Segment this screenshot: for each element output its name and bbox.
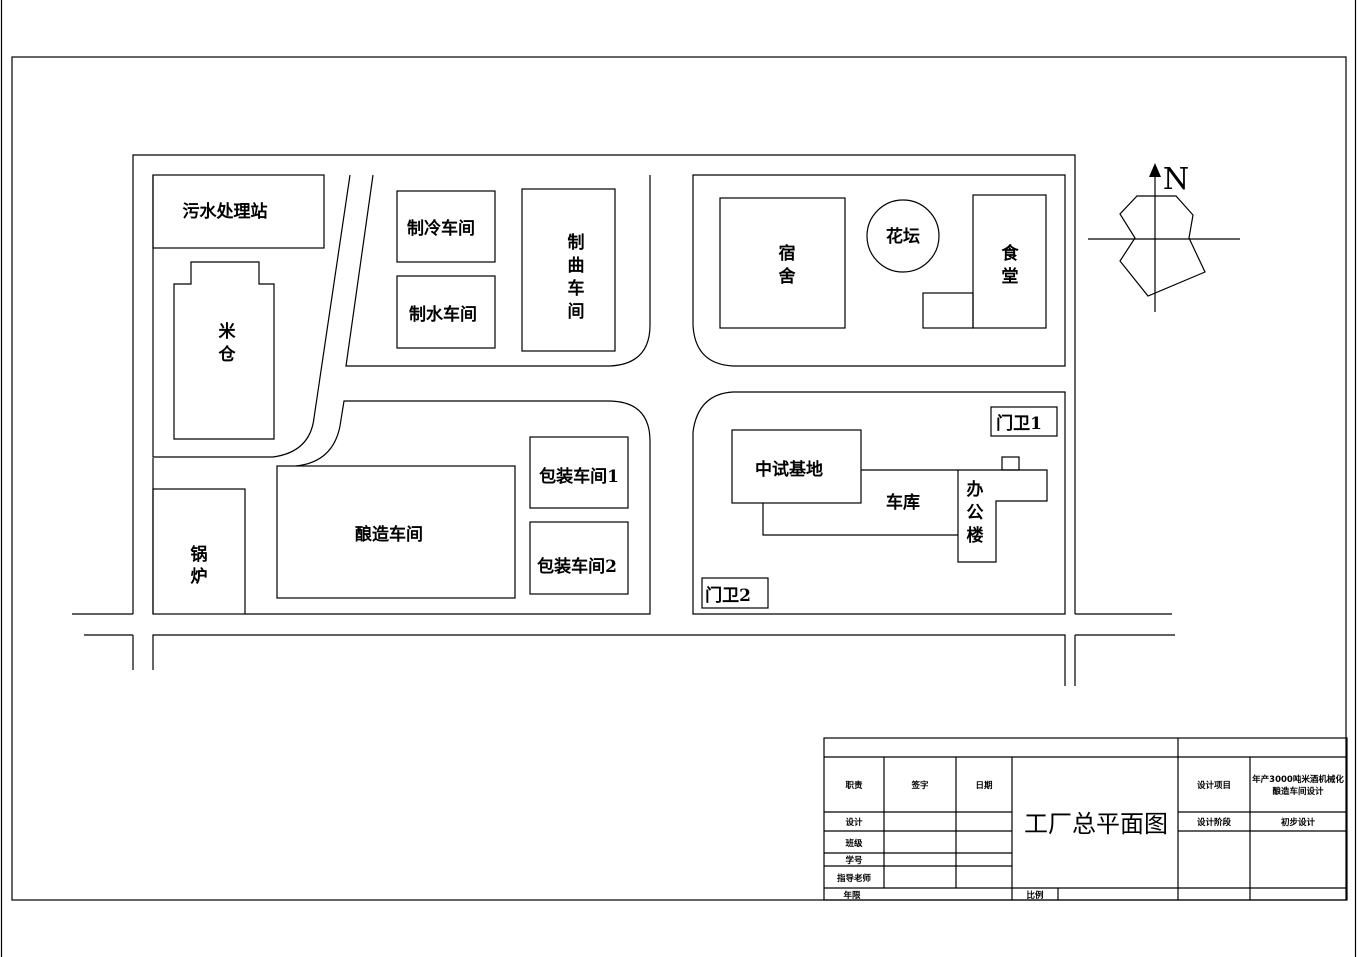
garage-label: 车库 [886,492,920,513]
stage-label: 设计阶段 [1197,817,1232,828]
site-boundary [132,154,1076,614]
koji-label-3: 车 [568,278,585,299]
packaging1-label: 包装车间1 [539,466,619,487]
office-label-1: 办 [967,479,984,500]
signature-header: 签字 [910,780,929,791]
office-label-2: 公 [967,503,984,523]
role-header: 职责 [845,780,863,791]
rice-store-label-2: 仓 [218,344,237,365]
refrigeration-label: 制冷车间 [407,218,475,239]
office-entrance [1001,456,1020,471]
compass-outline [1119,195,1206,297]
packaging-workshop-1 [529,436,629,509]
office-building [957,469,1048,563]
pilot-base [731,429,862,504]
dormitory [719,197,846,329]
sewage-station [152,174,325,249]
project-label: 设计项目 [1197,780,1231,791]
title-block: 职责 签字 日期 设计 班级 学号 指导老师 年限 工厂总平面图 比例 设计项目… [823,737,1348,901]
packaging2-label: 包装车间2 [537,556,617,577]
north-east-block [692,174,1066,367]
gate2-label: 门卫2 [705,585,751,606]
north-arrowhead-icon [1149,163,1161,177]
canteen-annex [922,292,974,329]
date-header: 日期 [975,780,993,791]
dormitory-label-2: 舍 [779,266,796,287]
refrigeration-workshop [396,190,496,263]
project-value-line1: 年产3000吨米酒机械化 [1252,774,1344,785]
drawing-frame [11,56,1347,901]
koji-label-1: 制 [568,232,585,253]
design-row-label: 设计 [845,817,863,828]
office-label-3: 楼 [967,525,984,546]
koji-workshop [521,188,616,352]
garage-outline [762,503,958,536]
koji-label-2: 曲 [568,256,585,276]
pilot-base-label: 中试基地 [755,459,823,480]
flower-bed-label: 花坛 [886,226,920,247]
north-label: N [1163,162,1189,197]
packaging-workshop-2 [529,521,629,595]
year-row-label: 年限 [843,890,861,901]
rice-store-label-1: 米 [219,321,237,342]
north-arrow: N [1088,162,1240,312]
south-middle-block [245,400,651,615]
boiler-label-1: 锅 [191,544,208,565]
advisor-row-label: 指导老师 [837,873,872,884]
scale-label: 比例 [1026,890,1044,901]
sewage-label: 污水处理站 [183,201,268,222]
north-middle-block [345,174,651,367]
title-block-frame [823,737,1348,901]
drawing-title: 工厂总平面图 [1024,810,1168,838]
canteen-label-2: 堂 [1002,266,1019,287]
brewing-label: 酿造车间 [355,524,423,545]
gatehouse-2 [701,577,769,609]
water-workshop [396,275,496,349]
canteen [972,194,1047,329]
student-no-row-label: 学号 [845,855,863,866]
koji-label-4: 间 [568,301,585,322]
dormitory-label-1: 宿 [779,243,796,264]
project-value-line2: 酿造车间设计 [1272,786,1324,797]
water-label: 制水车间 [409,304,477,325]
stage-value: 初步设计 [1281,817,1316,828]
class-row-label: 班级 [845,838,863,849]
flower-bed [866,199,940,273]
rice-store [173,261,275,440]
canteen-label-1: 食 [1002,243,1020,264]
gate1-label: 门卫1 [996,413,1042,434]
west-block-upper [152,174,351,458]
south-east-block [692,391,1066,615]
south-road-edge [152,634,1066,686]
boiler-label-2: 炉 [191,566,208,587]
gatehouse-1 [990,406,1058,437]
brewing-workshop [276,465,516,599]
